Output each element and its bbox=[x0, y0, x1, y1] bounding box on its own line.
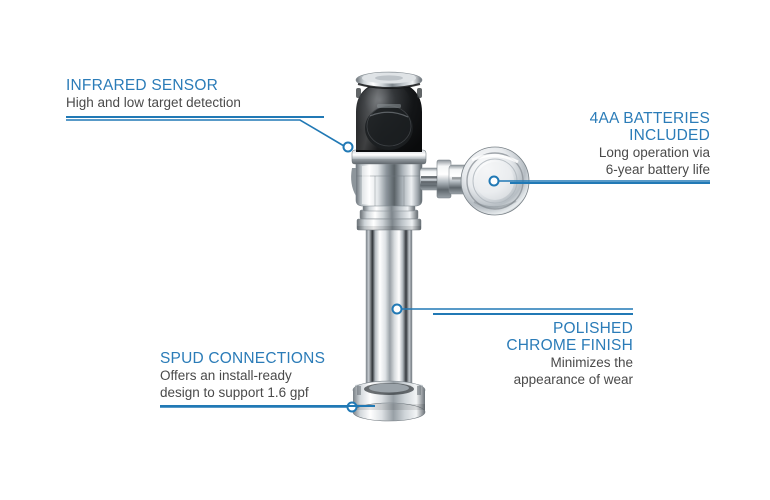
callout-headline: POLISHED CHROME FINISH bbox=[506, 320, 633, 354]
tail-tube bbox=[365, 227, 413, 397]
callout-batteries: 4AA BATTERIES INCLUDED Long operation vi… bbox=[510, 110, 710, 184]
callout-headline: INFRARED SENSOR bbox=[66, 77, 218, 94]
valve-lower-nuts bbox=[356, 202, 422, 231]
callout-rule bbox=[66, 115, 324, 118]
callout-spud-connections: SPUD CONNECTIONS Offers an install-ready… bbox=[160, 350, 375, 407]
valve-body bbox=[351, 149, 427, 207]
callout-rule bbox=[510, 182, 710, 184]
control-stop-arm bbox=[419, 159, 472, 199]
callout-body: Offers an install-ready design to suppor… bbox=[160, 368, 309, 400]
callout-headline: SPUD CONNECTIONS bbox=[160, 350, 326, 367]
callout-body: Long operation via 6-year battery life bbox=[598, 145, 710, 177]
callout-polished-chrome: POLISHED CHROME FINISH Minimizes the app… bbox=[433, 313, 633, 388]
callout-body: Minimizes the appearance of wear bbox=[513, 355, 633, 387]
callout-headline: 4AA BATTERIES INCLUDED bbox=[589, 110, 710, 144]
callout-infrared-sensor: INFRARED SENSOR High and low target dete… bbox=[66, 77, 324, 118]
infrared-sensor-head bbox=[355, 71, 423, 152]
callout-body: High and low target detection bbox=[66, 95, 241, 110]
callout-rule bbox=[160, 405, 375, 407]
callout-rule bbox=[433, 313, 633, 315]
